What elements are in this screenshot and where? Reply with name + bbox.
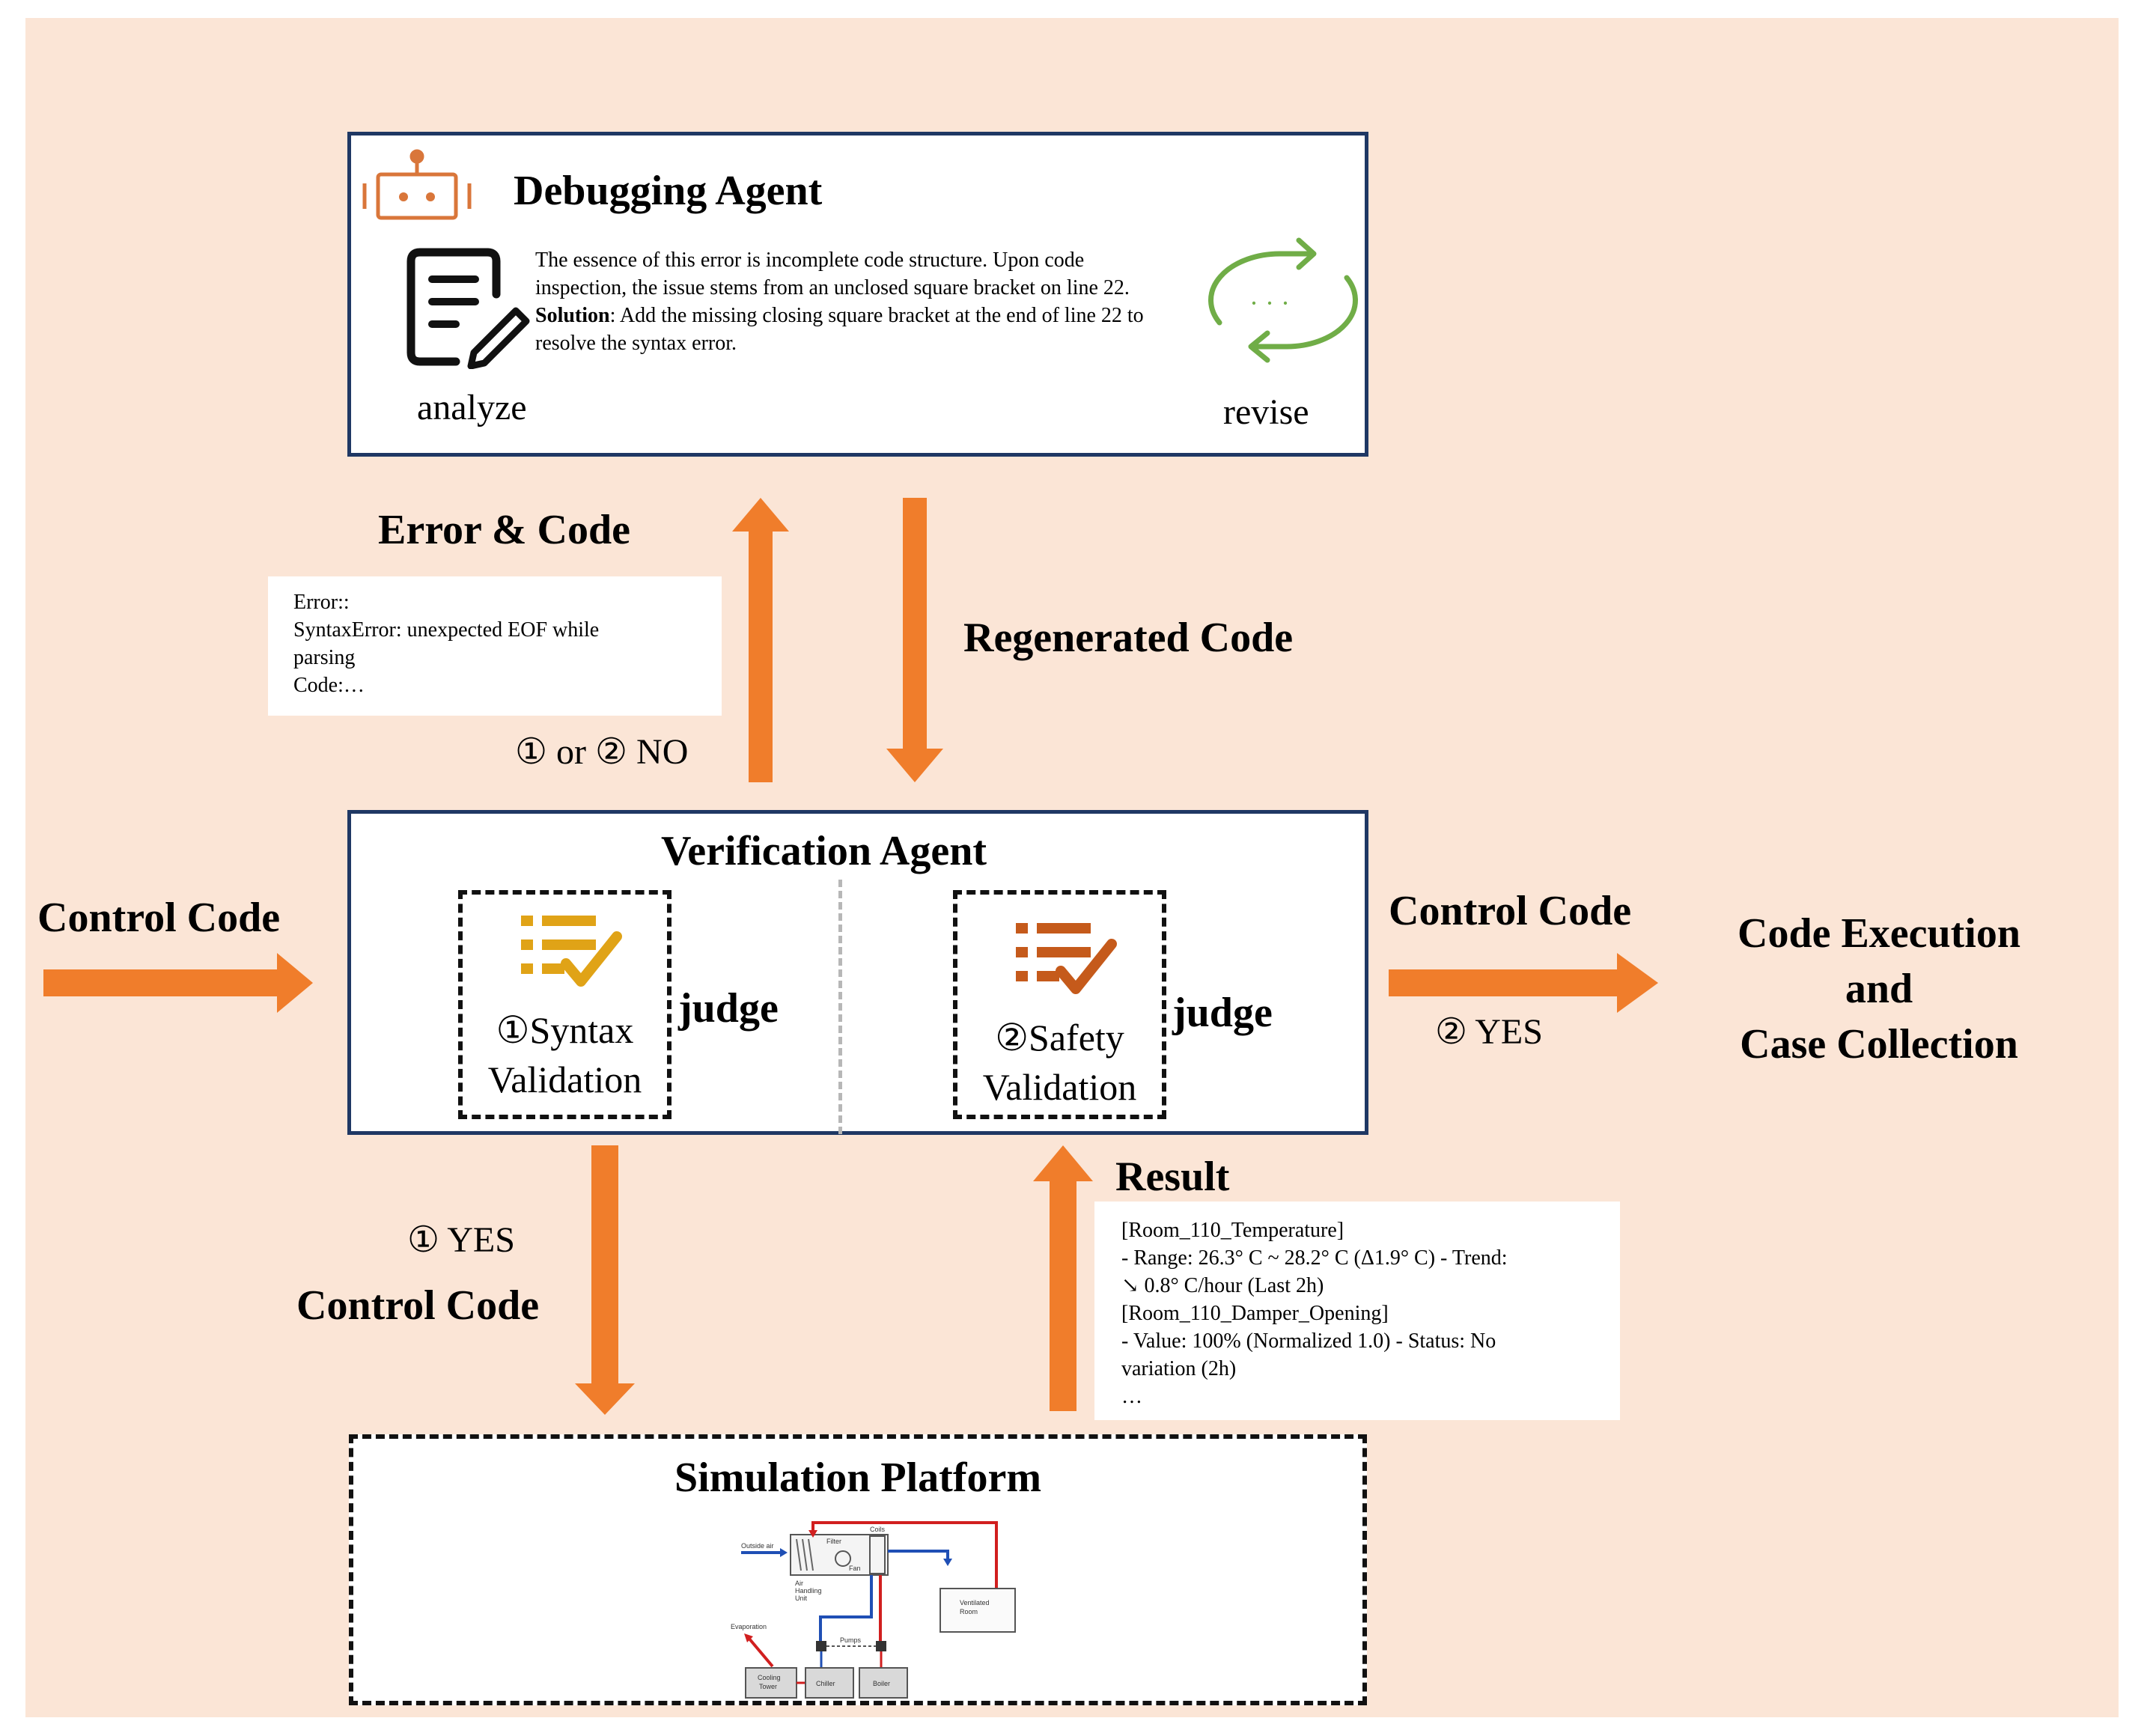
syntax-validation-label: ①Syntax Validation xyxy=(487,1009,642,1100)
verification-agent-title: Verification Agent xyxy=(661,828,987,874)
debugging-agent-box: Debugging Agent The essence of this erro… xyxy=(347,132,1368,457)
ventilated-room xyxy=(939,1588,1016,1633)
arrow-control-code-down xyxy=(575,1145,635,1415)
output-code-execution: Code Execution and Case Collection xyxy=(1738,910,2020,1068)
revise-dots: · · · xyxy=(1249,288,1290,318)
hvac-system-diagram: Outside air Filter Fan Coils Air Handlin… xyxy=(731,1521,1016,1699)
pumps-label: Pumps xyxy=(840,1636,862,1644)
revise-cycle-icon xyxy=(1208,237,1358,363)
control-code-output-label: Control Code xyxy=(1389,888,1632,934)
judge-label-syntax: judge xyxy=(678,985,779,1032)
regenerated-code-label: Regenerated Code xyxy=(963,615,1294,661)
result-title: Result xyxy=(1115,1154,1230,1200)
analyze-label: analyze xyxy=(417,388,527,427)
debugging-agent-title: Debugging Agent xyxy=(514,168,823,214)
safety-validation-box: ②Safety Validation xyxy=(953,890,1166,1119)
document-edit-icon xyxy=(406,248,530,369)
ahu-label-1: Air xyxy=(795,1580,803,1587)
boiler xyxy=(859,1667,908,1699)
evaporation-label: Evaporation xyxy=(731,1623,767,1630)
safety-checklist-icon xyxy=(1016,923,1117,994)
arrow-control-code-out xyxy=(1389,953,1658,1013)
robot-icon xyxy=(362,149,472,220)
safety-validation-label: ②Safety Validation xyxy=(982,1017,1137,1108)
tower-label-1: Cooling xyxy=(758,1674,781,1681)
syntax-validation-box: ①Syntax Validation xyxy=(458,890,671,1119)
filter-label: Filter xyxy=(826,1538,841,1545)
room-label-2: Room xyxy=(960,1608,978,1615)
verification-divider xyxy=(838,880,842,1134)
chiller xyxy=(805,1667,854,1699)
simulation-platform-box: Simulation Platform Outside air Filter F… xyxy=(349,1434,1367,1705)
room-label-1: Ventilated xyxy=(960,1599,990,1606)
syntax-checklist-icon xyxy=(521,916,622,987)
result-note: [Room_110_Temperature] - Range: 26.3° C … xyxy=(1094,1202,1620,1420)
revise-label: revise xyxy=(1223,392,1309,432)
error-code-note: Error:: SyntaxError: unexpected EOF whil… xyxy=(268,576,722,716)
control-code-input-label: Control Code xyxy=(37,895,281,941)
error-code-title: Error & Code xyxy=(378,507,630,553)
cooling-tower xyxy=(745,1667,797,1699)
arrow-regenerated-down xyxy=(886,498,943,782)
chiller-label: Chiller xyxy=(816,1680,835,1687)
debugging-analysis-text: The essence of this error is incomplete … xyxy=(535,249,1144,355)
control-code-down-label: Control Code xyxy=(296,1282,540,1329)
outside-air-label: Outside air xyxy=(741,1542,774,1550)
arrow-result-up xyxy=(1033,1145,1093,1411)
ahu-label-2: Handling xyxy=(795,1587,822,1595)
ahu-label-3: Unit xyxy=(795,1595,808,1602)
arrow-error-up xyxy=(732,498,789,782)
boiler-label: Boiler xyxy=(873,1680,890,1687)
condition-yes2-label: ② YES xyxy=(1435,1012,1543,1052)
arrow-control-code-in xyxy=(43,953,313,1013)
fan-label: Fan xyxy=(849,1565,861,1572)
solution-label: Solution xyxy=(535,304,610,327)
condition-yes1-label: ① YES xyxy=(407,1220,515,1260)
verification-agent-box: Verification Agent ①Syntax Validation ju… xyxy=(347,810,1368,1135)
condition-no-label: ① or ② NO xyxy=(515,732,689,772)
simulation-platform-title: Simulation Platform xyxy=(674,1455,1041,1501)
tower-label-2: Tower xyxy=(759,1683,777,1690)
coils-label: Coils xyxy=(870,1526,886,1533)
judge-label-safety: judge xyxy=(1172,990,1273,1036)
